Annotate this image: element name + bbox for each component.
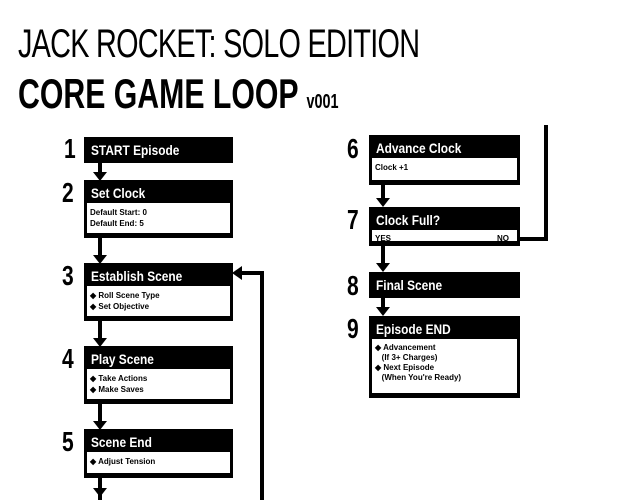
step-number: 3 [62, 260, 74, 291]
step-title: Set Clock [91, 185, 146, 201]
step-final-scene: Final Scene [369, 272, 520, 298]
yes-label: YES [375, 234, 392, 243]
step-number: 7 [347, 204, 359, 235]
arrow-down-icon [376, 263, 390, 272]
loop-line [260, 271, 264, 500]
arrow-down-icon [93, 172, 107, 181]
step-number: 9 [347, 313, 359, 344]
arrow-down-icon [93, 255, 107, 264]
arrow-left-icon [232, 266, 242, 280]
step-advance-clock: Advance Clock Clock +1 [369, 135, 520, 185]
step-set-clock: Set Clock Default Start: 0 Default End: 5 [84, 180, 233, 238]
connector [98, 160, 102, 173]
arrow-down-icon [376, 307, 390, 316]
step-title: Establish Scene [91, 268, 183, 284]
step-line: Clock +1 [375, 163, 409, 172]
step-number: 4 [62, 343, 74, 374]
step-clock-full: Clock Full? YES NO [369, 207, 520, 246]
step-line: (If 3+ Charges) [375, 353, 438, 362]
step-line: ◆ Roll Scene Type [90, 291, 160, 300]
step-title: START Episode [91, 142, 180, 158]
connector [98, 321, 102, 339]
step-line: ◆ Take Actions [90, 374, 148, 383]
step-title: Scene End [91, 434, 152, 450]
connector [381, 246, 385, 264]
step-title: Episode END [376, 321, 451, 337]
step-number: 5 [62, 426, 74, 457]
arrow-down-icon [93, 488, 107, 497]
loop-line [544, 125, 548, 241]
step-number: 1 [64, 133, 76, 164]
step-line: ◆ Set Objective [90, 302, 150, 311]
step-title: Clock Full? [376, 212, 441, 228]
step-line: Default Start: 0 [90, 208, 147, 217]
step-line: Default End: 5 [90, 219, 144, 228]
arrow-down-icon [93, 338, 107, 347]
connector [98, 404, 102, 422]
step-play-scene: Play Scene ◆ Take Actions ◆ Make Saves [84, 346, 233, 404]
arrow-down-icon [93, 421, 107, 430]
arrow-down-icon [376, 198, 390, 207]
step-title: Advance Clock [376, 140, 462, 156]
connector [98, 238, 102, 256]
step-line: (When You're Ready) [375, 373, 462, 382]
step-number: 8 [347, 270, 359, 301]
step-line: ◆ Adjust Tension [90, 457, 156, 466]
step-scene-end: Scene End ◆ Adjust Tension [84, 429, 233, 478]
page-title: CORE GAME LOOP v001 [18, 70, 338, 118]
step-start-episode: START Episode [84, 137, 233, 163]
step-title: Play Scene [91, 351, 154, 367]
version-label: v001 [306, 91, 339, 113]
connector [381, 297, 385, 309]
no-label: NO [497, 234, 509, 243]
connector [381, 185, 385, 199]
game-title: JACK ROCKET: SOLO EDITION [18, 22, 420, 66]
step-line: ◆ Make Saves [90, 385, 144, 394]
page-title-text: CORE GAME LOOP [18, 70, 299, 117]
step-line: ◆ Advancement [375, 343, 436, 352]
loop-line [519, 237, 548, 241]
step-line: ◆ Next Episode [375, 363, 435, 372]
step-number: 6 [347, 133, 359, 164]
step-number: 2 [62, 177, 74, 208]
step-establish-scene: Establish Scene ◆ Roll Scene Type ◆ Set O… [84, 263, 233, 321]
loop-line [240, 271, 264, 275]
step-episode-end: Episode END ◆ Advancement (If 3+ Charges… [369, 316, 520, 398]
step-title: Final Scene [376, 277, 443, 293]
